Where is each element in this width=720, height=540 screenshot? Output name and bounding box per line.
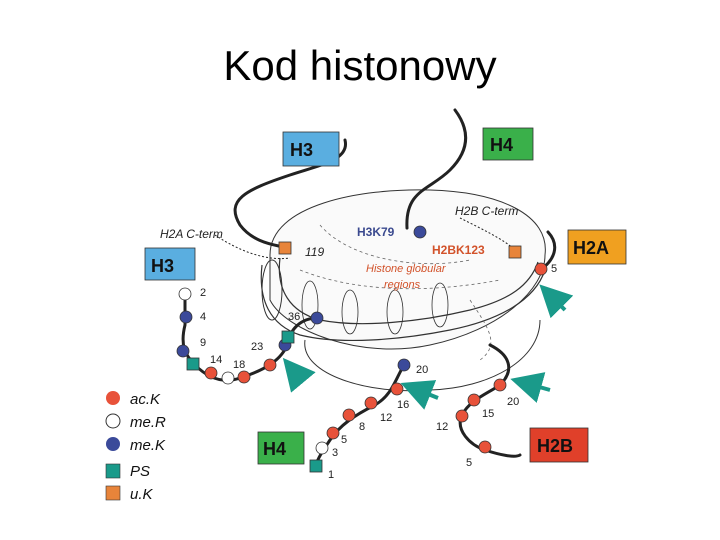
h2b-res-5: 5 — [466, 457, 472, 469]
arrow-4 — [539, 284, 574, 319]
ack-marker-h2b-12 — [455, 409, 469, 423]
mer-marker-h3-2 — [178, 287, 192, 301]
legend-uk-label: u.K — [130, 486, 154, 503]
box-h4-bottom-label: H4 — [263, 439, 286, 459]
ack-marker-h2a-5 — [534, 262, 548, 276]
legend-uk-marker — [105, 485, 121, 501]
box-h3-left-label: H3 — [151, 256, 174, 276]
box-h3-top: H3 — [282, 131, 340, 167]
h2b-res-20: 20 — [507, 396, 519, 408]
slide-title: Kod histonowy — [223, 42, 497, 89]
globular-line-1: Histone globular — [366, 263, 447, 275]
h4-res-20: 20 — [416, 364, 428, 376]
legend-ps-label: PS — [130, 463, 150, 480]
legend-mek-marker — [106, 437, 120, 451]
ack-marker-h3-23 — [263, 358, 277, 372]
legend-ack-marker — [106, 391, 120, 405]
legend-ps-marker — [105, 463, 121, 479]
arrow-2 — [400, 380, 439, 410]
ack-marker-h3-14 — [204, 366, 218, 380]
uk-marker-h2bk123 — [508, 245, 522, 259]
mer-marker-h4-3 — [315, 441, 329, 455]
ack-marker-h2b-20 — [493, 378, 507, 392]
label-119: 119 — [305, 245, 324, 259]
h4-res-16: 16 — [397, 399, 409, 411]
mek-marker-h3-9 — [176, 344, 190, 358]
cterm-dotted-lines — [214, 217, 516, 260]
h3-res-18: 18 — [233, 359, 245, 371]
ps-marker-h3-28 — [281, 330, 295, 344]
ack-marker-h4-16 — [390, 382, 404, 396]
h3-res-14: 14 — [210, 354, 222, 366]
h4-res-1: 1 — [328, 469, 334, 481]
residue-numbers: 2 4 9 14 18 23 36 1 3 5 8 12 16 20 5 12 … — [200, 263, 557, 481]
legend-mek-label: me.K — [130, 437, 166, 454]
legend-mer-marker — [105, 413, 121, 429]
mek-marker-h4-20 — [397, 358, 411, 372]
ack-marker-h4-12 — [364, 396, 378, 410]
mer-marker-h3-17 — [221, 371, 235, 385]
h4-res-5: 5 — [341, 434, 347, 446]
nucleosome-core — [260, 189, 546, 392]
h2b-res-15: 15 — [482, 408, 494, 420]
box-h4-top-label: H4 — [490, 135, 513, 155]
arrow-3 — [510, 372, 551, 403]
arrows — [282, 284, 574, 410]
ack-marker-h3-18 — [237, 370, 251, 384]
box-h2a: H2A — [567, 229, 627, 265]
legend-mer-label: me.R — [130, 414, 166, 431]
box-h2a-label: H2A — [573, 238, 609, 258]
box-h3-left: H3 — [144, 247, 196, 281]
ack-marker-h2b-5 — [478, 440, 492, 454]
h3-res-36: 36 — [288, 311, 300, 323]
modification-markers — [176, 225, 548, 473]
h3-res-9: 9 — [200, 337, 206, 349]
ack-marker-h4-5 — [326, 426, 340, 440]
h3-res-4: 4 — [200, 311, 206, 323]
h2a-cterm-label: H2A C-term — [160, 227, 223, 241]
h3-res-23: 23 — [251, 341, 263, 353]
legend-ack-label: ac.K — [130, 391, 161, 408]
box-h3-top-label: H3 — [290, 140, 313, 160]
h3k79-label: H3K79 — [357, 225, 395, 239]
h4-res-12: 12 — [380, 412, 392, 424]
h2a-res-5: 5 — [551, 263, 557, 275]
h2b-res-12: 12 — [436, 421, 448, 433]
ps-marker-h4-1 — [309, 459, 323, 473]
uk-marker-h2a-119 — [278, 241, 292, 255]
h4-res-3: 3 — [332, 447, 338, 459]
box-h2b: H2B — [529, 427, 589, 463]
box-h2b-label: H2B — [537, 436, 573, 456]
ack-marker-h4-8 — [342, 408, 356, 422]
box-h4-top: H4 — [482, 127, 534, 161]
h2bk123-label: H2BK123 — [432, 243, 485, 257]
h4-res-8: 8 — [359, 421, 365, 433]
h2b-cterm-label: H2B C-term — [455, 204, 518, 218]
arrow-1 — [282, 357, 316, 393]
legend: ac.K me.R me.K PS u.K — [105, 391, 166, 503]
mek-marker-h3-4 — [179, 310, 193, 324]
h4-top-tail — [405, 108, 468, 230]
box-h4-bottom: H4 — [257, 431, 305, 465]
ack-marker-h2b-15 — [467, 393, 481, 407]
h3-res-2: 2 — [200, 287, 206, 299]
ps-marker-h3 — [186, 357, 200, 371]
globular-line-2: regions — [384, 279, 421, 291]
mek-marker-h3-36 — [310, 311, 324, 325]
mek-marker-h3k79 — [413, 225, 427, 239]
